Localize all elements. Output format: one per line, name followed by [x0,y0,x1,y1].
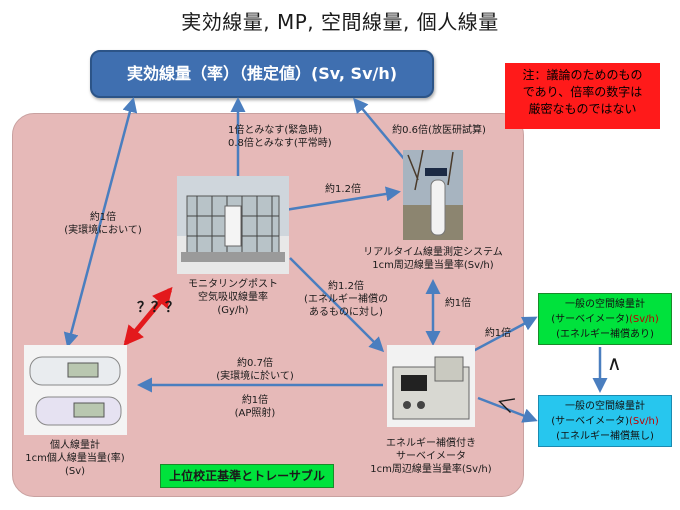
survey-meter-name: エネルギー補償付き [386,438,476,449]
general-without-type: (サーベイメータ)(Sv/h) [551,416,659,427]
arrow-mp-to-survey [289,257,385,353]
general-without-unit: (Sv/h) [629,416,659,427]
label-line: 0.8倍とみなす(平常時) [228,138,332,149]
label-line: (実環境において) [64,225,142,236]
arrow-personal-to-top [63,97,138,348]
general-without-compensation: (エネルギー補償無し) [556,431,654,442]
question-marks: ？？？ [137,300,179,316]
label-line: (エネルギー補償の [304,294,388,305]
label-mp-to-survey: 約1.2倍 (エネルギー補償の あるものに対し) [296,280,396,319]
arrow-mp-to-realtime [284,186,401,212]
label-line: 約1倍 [241,395,269,406]
note-line: であり、倍率の数字は [522,85,643,99]
label-survey-to-personal-env: 約0.7倍 (実環境に於いて) [200,357,310,383]
general-with-type: (サーベイメータ)(Sv/h) [551,314,659,325]
label-line: 1倍とみなす(緊急時) [228,125,323,136]
page-title: 実効線量, MP, 空間線量, 個人線量 [181,10,499,34]
personal-meter-name: 個人線量計 [50,440,100,451]
personal-meter-label: 個人線量計 1cm個人線量当量(率) (Sv) [15,439,135,478]
label-line: (実環境に於いて) [216,371,294,382]
note-line: 注：議論のためのもの [522,68,643,82]
survey-meter-label: エネルギー補償付き サーベイメータ 1cm周辺線量当量率(Sv/h) [366,437,496,476]
label-line: 約1.2倍 [328,281,364,292]
label-survey-to-general: 約1倍 [484,328,512,339]
survey-meter-type: サーベイメータ [396,451,466,462]
monitoring-post-name: モニタリングポスト [188,279,278,290]
label-line: 約0.7倍 [237,358,273,369]
arrow-realtime-to-top [353,97,406,161]
monitoring-post-quantity: 空気吸収線量率 [198,292,268,303]
arrow-survey-to-general-without [477,396,538,423]
realtime-system-name: リアルタイム線量測定システム [363,247,503,258]
label-mp-to-top: 1倍とみなす(緊急時) 0.8倍とみなす(平常時) [228,124,358,150]
label-line: 約1倍 [89,212,117,223]
realtime-system-photo [403,149,463,240]
traceable-label: 上位校正基準とトレーサブル [160,464,334,488]
note-line: 厳密なものではない [528,102,637,116]
personal-meter-photo [24,345,127,435]
label-survey-to-personal-ap: 約1倍 (AP照射) [220,394,290,420]
general-without-name: 一般の空間線量計 [565,401,645,412]
monitoring-post-unit: (Gy/h) [217,305,249,316]
label-line: (AP照射) [234,408,276,419]
general-with-compensation: (エネルギー補償あり) [556,329,654,340]
monitoring-post-label: モニタリングポスト 空気吸収線量率 (Gy/h) [173,278,293,317]
disclaimer-note: 注：議論のためのもの であり、倍率の数字は 厳密なものではない [505,63,660,129]
general-meter-with-compensation: 一般の空間線量計 (サーベイメータ)(Sv/h) (エネルギー補償あり) [538,293,672,345]
monitoring-post-photo [177,176,289,274]
label-realtime-to-top: 約0.6倍(放医研試算) [392,125,486,136]
realtime-system-quantity: 1cm周辺線量当量率(Sv/h) [372,260,494,271]
wedge-up-symbol: ∧ [607,351,622,375]
general-meter-without-compensation: 一般の空間線量計 (サーベイメータ)(Sv/h) (エネルギー補償無し) [538,395,672,447]
general-with-name: 一般の空間線量計 [565,299,645,310]
effective-dose-box: 実効線量（率）（推定値）(Sv, Sv/h) [90,50,434,98]
general-with-unit: (Sv/h) [629,314,659,325]
personal-meter-unit: (Sv) [64,466,86,477]
realtime-system-label: リアルタイム線量測定システム 1cm周辺線量当量率(Sv/h) [362,246,504,272]
label-line: あるものに対し) [309,307,383,318]
label-personal-to-top: 約1倍 (実環境において) [58,211,148,237]
red-question-arrow [123,286,173,347]
survey-meter-quantity: 1cm周辺線量当量率(Sv/h) [370,464,492,475]
label-realtime-to-survey: 約1倍 [444,298,472,309]
label-mp-to-realtime: 約1.2倍 [325,184,361,195]
personal-meter-quantity: 1cm個人線量当量(率) [25,453,125,464]
survey-meter-photo [387,345,475,427]
